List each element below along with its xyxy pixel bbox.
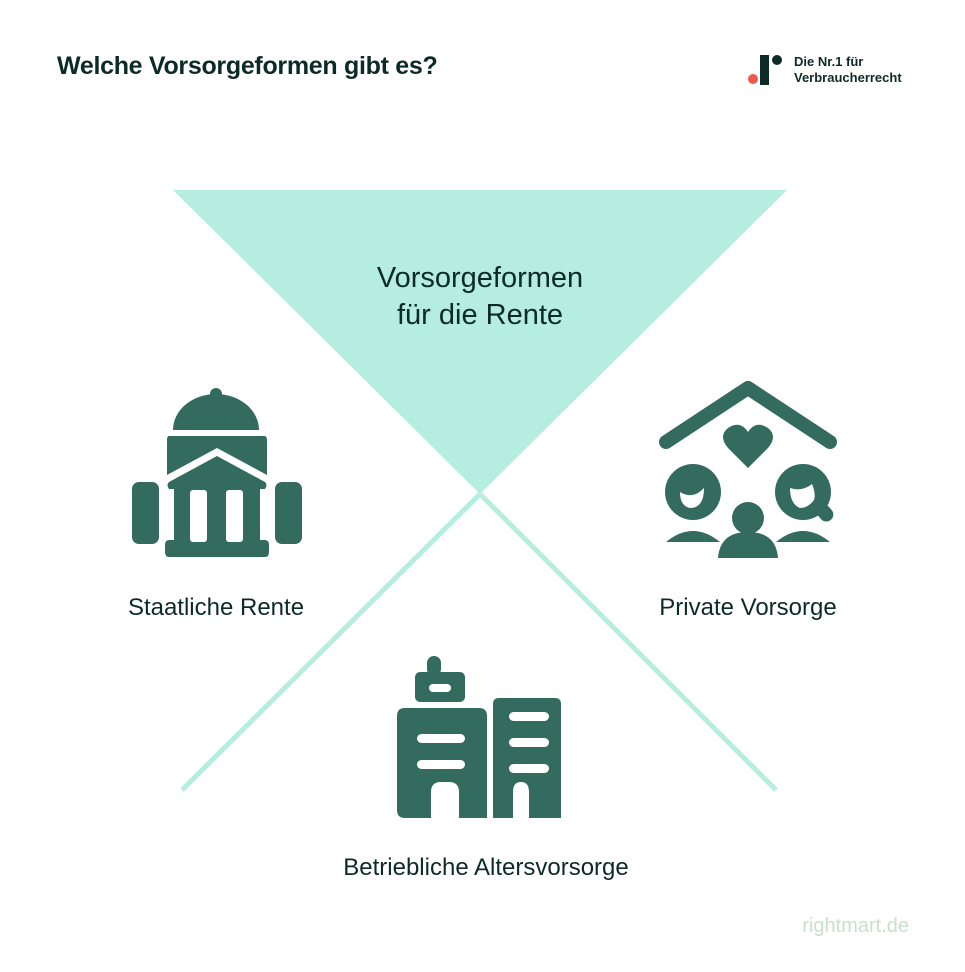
item-label-staatliche-rente: Staatliche Rente xyxy=(127,594,305,621)
logo-tagline-line1: Die Nr.1 für xyxy=(794,54,864,69)
footer-site: rightmart.de xyxy=(802,915,909,937)
item-label-private-vorsorge: Private Vorsorge xyxy=(659,594,837,621)
family-house-icon xyxy=(659,381,837,558)
item-label-betriebliche-altersvorsorge: Betriebliche Altersvorsorge xyxy=(343,854,629,881)
center-label-line2: für die Rente xyxy=(396,299,564,331)
center-triangle xyxy=(173,190,787,494)
government-building-icon xyxy=(132,388,302,557)
office-buildings-icon xyxy=(397,656,561,818)
logo-tagline: Die Nr.1 für Verbraucherrecht xyxy=(794,54,902,86)
logo-tagline-line2: Verbraucherrecht xyxy=(794,70,902,85)
divider-line-right xyxy=(478,492,778,792)
brand-logo: Die Nr.1 für Verbraucherrecht xyxy=(746,52,926,88)
rightmart-logo-icon xyxy=(748,55,782,85)
divider-line-left xyxy=(180,492,482,792)
page-title: Welche Vorsorgeformen gibt es? xyxy=(57,52,438,80)
center-label: Vorsorgeformen für die Rente xyxy=(330,260,630,334)
center-label-line1: Vorsorgeformen xyxy=(376,262,584,294)
